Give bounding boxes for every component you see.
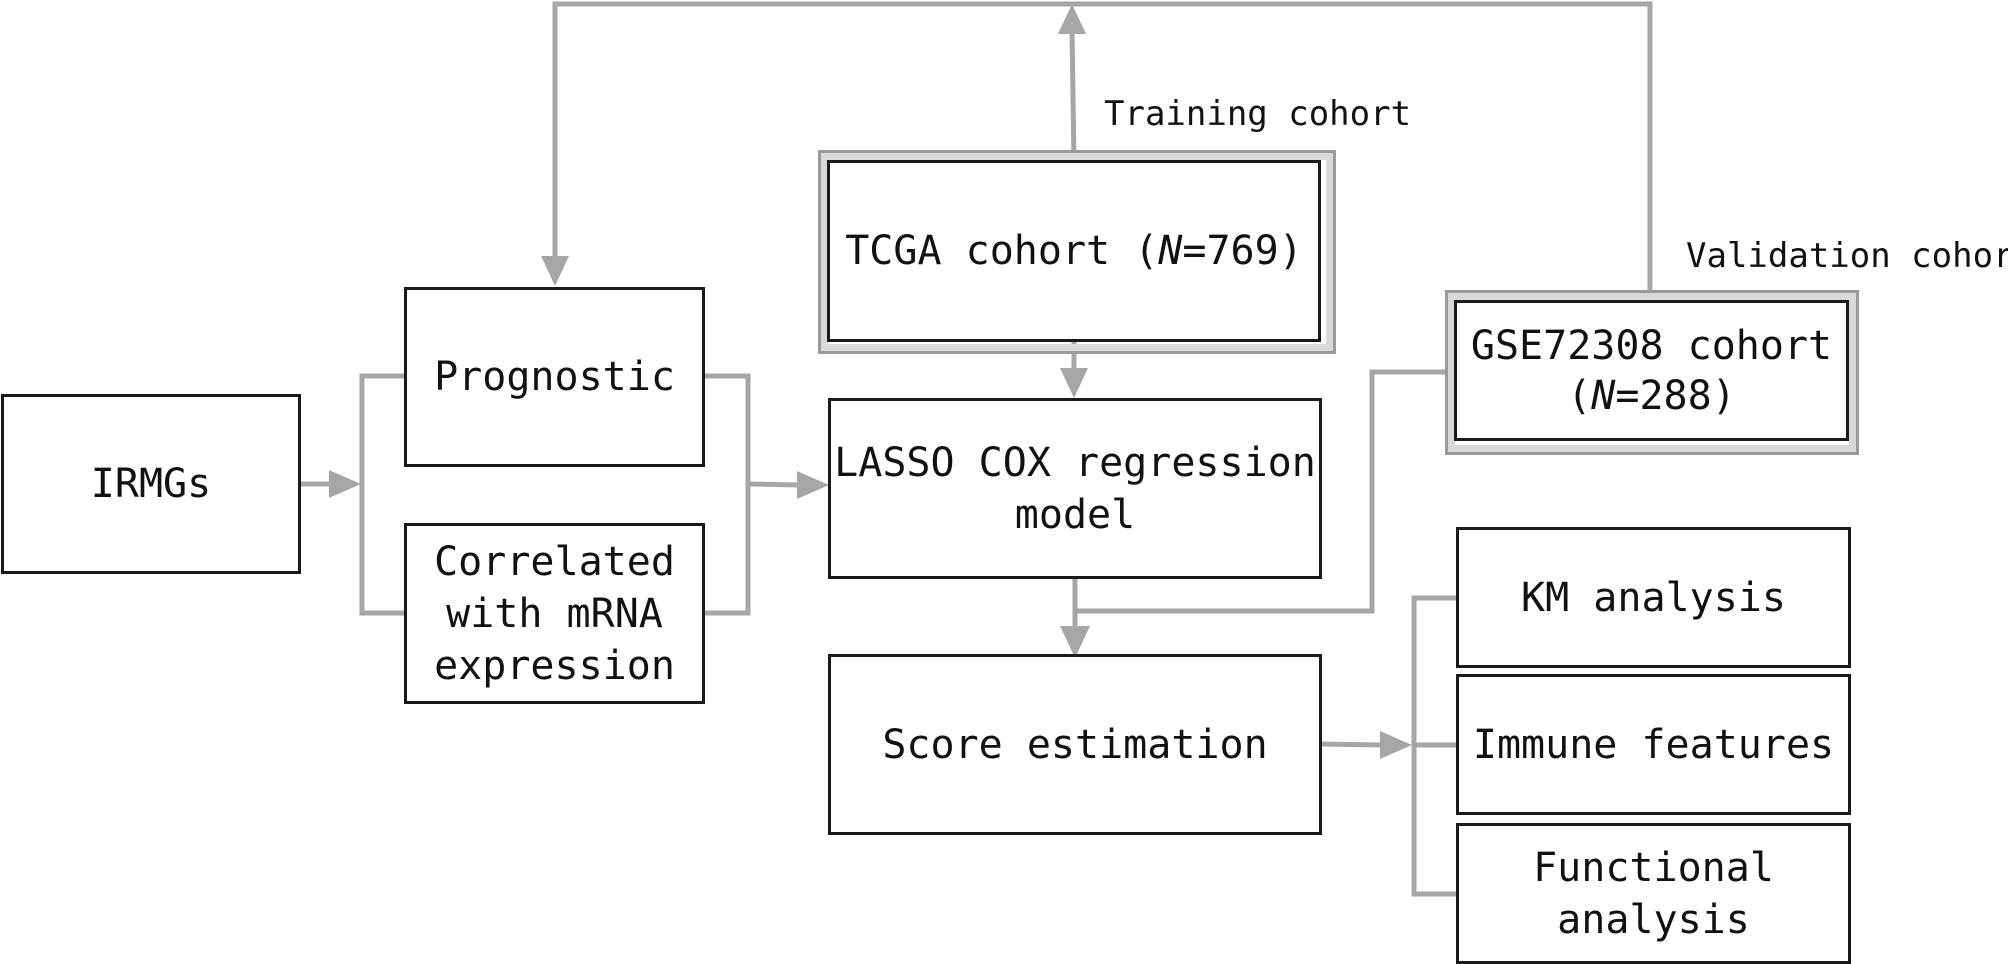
score-box: Score estimation (828, 654, 1322, 835)
immune-label: Immune features (1472, 721, 1835, 768)
gse-line-1: GSE72308 cohort (1470, 322, 1833, 369)
connector-right-bracket (704, 373, 751, 616)
connector-gse-to-score (1077, 369, 1448, 614)
score-label: Score estimation (882, 721, 1268, 768)
arrowhead-split (329, 470, 361, 498)
gse-box: GSE72308 cohort (N=288) (1454, 300, 1849, 441)
training-cohort-label: Training cohort (1104, 94, 1412, 134)
arrowhead-top (1058, 4, 1086, 34)
connector-tcga-to-top (1069, 29, 1077, 163)
tcga-label: TCGA cohort (N=769) (845, 225, 1303, 277)
irmgs-label: IRMGs (90, 461, 212, 507)
arrowhead-tcga-lasso (1060, 368, 1088, 398)
lasso-line-2: model (1014, 491, 1136, 538)
correlated-box: Correlated with mRNA expression (404, 523, 705, 704)
tcga-label-prefix: TCGA cohort ( (845, 228, 1159, 274)
tcga-box: TCGA cohort (N=769) (827, 160, 1321, 342)
lasso-line-1: LASSO COX regression (834, 439, 1316, 486)
km-box: KM analysis (1456, 527, 1851, 668)
immune-box: Immune features (1456, 674, 1851, 815)
arrowhead-prognostic (541, 256, 569, 286)
irmgs-box: IRMGs (1, 394, 301, 574)
connector-top-loop (552, 1, 1653, 302)
functional-line-2: analysis (1557, 896, 1750, 943)
gse-line-2-suffix: =288) (1615, 372, 1736, 419)
prognostic-label: Prognostic (434, 354, 675, 400)
functional-line-1: Functional (1533, 844, 1774, 891)
connector-score-to-outcomes (1319, 741, 1383, 748)
tcga-label-suffix: =769) (1182, 228, 1303, 274)
km-label: KM analysis (1521, 574, 1786, 621)
gse-line-2-variable: N (1591, 372, 1616, 419)
validation-cohort-label: Validation cohort (1686, 236, 2008, 276)
lasso-box: LASSO COX regression model (828, 398, 1322, 579)
gse-frame (1445, 290, 1859, 455)
correlated-line-3: expression (434, 642, 675, 689)
connector-left-bracket (359, 373, 405, 616)
correlated-line-2: with mRNA (446, 590, 663, 637)
tcga-label-variable: N (1158, 228, 1183, 274)
arrowhead-outcomes (1380, 731, 1412, 759)
arrowhead-score (1060, 626, 1090, 658)
tcga-frame (818, 150, 1336, 354)
prognostic-box: Prognostic (404, 287, 705, 467)
gse-line-2: (N=288) (1567, 371, 1736, 421)
functional-box: Functional analysis (1456, 823, 1851, 964)
gse-line-2-prefix: ( (1567, 372, 1592, 419)
correlated-line-1: Correlated (434, 538, 675, 585)
connector-bracket-to-lasso (747, 481, 801, 488)
arrowhead-lasso (797, 471, 829, 499)
